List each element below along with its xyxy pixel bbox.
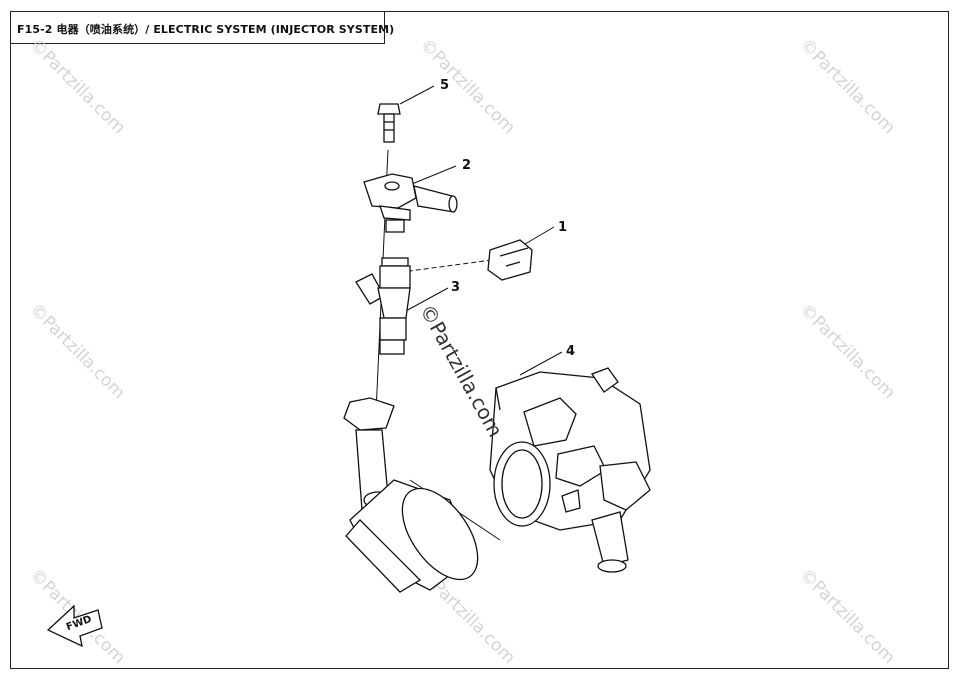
leader-line-3 [403, 287, 449, 313]
drawing-frame [10, 11, 949, 669]
leader-line-2 [411, 165, 457, 185]
leader-line-4 [519, 351, 563, 376]
intake-manifold-part [343, 397, 479, 593]
fuel-joint-part [363, 173, 458, 233]
leader-line-5 [399, 85, 435, 105]
clip-part [487, 239, 533, 281]
callout-5: 5 [440, 78, 450, 93]
fwd-arrow-icon [46, 604, 103, 648]
bolt-part [377, 103, 401, 143]
callout-3: 3 [451, 280, 461, 295]
throttle-body-part [489, 367, 651, 573]
callout-2: 2 [462, 158, 472, 173]
leader-line-clip [401, 259, 493, 273]
callout-1: 1 [558, 220, 568, 235]
callout-4: 4 [566, 344, 576, 359]
leader-line-1 [519, 226, 555, 248]
injector-part [355, 257, 411, 355]
title-box: F15-2 电器（喷油系统）/ ELECTRIC SYSTEM (INJECTO… [10, 11, 394, 44]
page-title: F15-2 电器（喷油系统）/ ELECTRIC SYSTEM (INJECTO… [17, 23, 395, 36]
